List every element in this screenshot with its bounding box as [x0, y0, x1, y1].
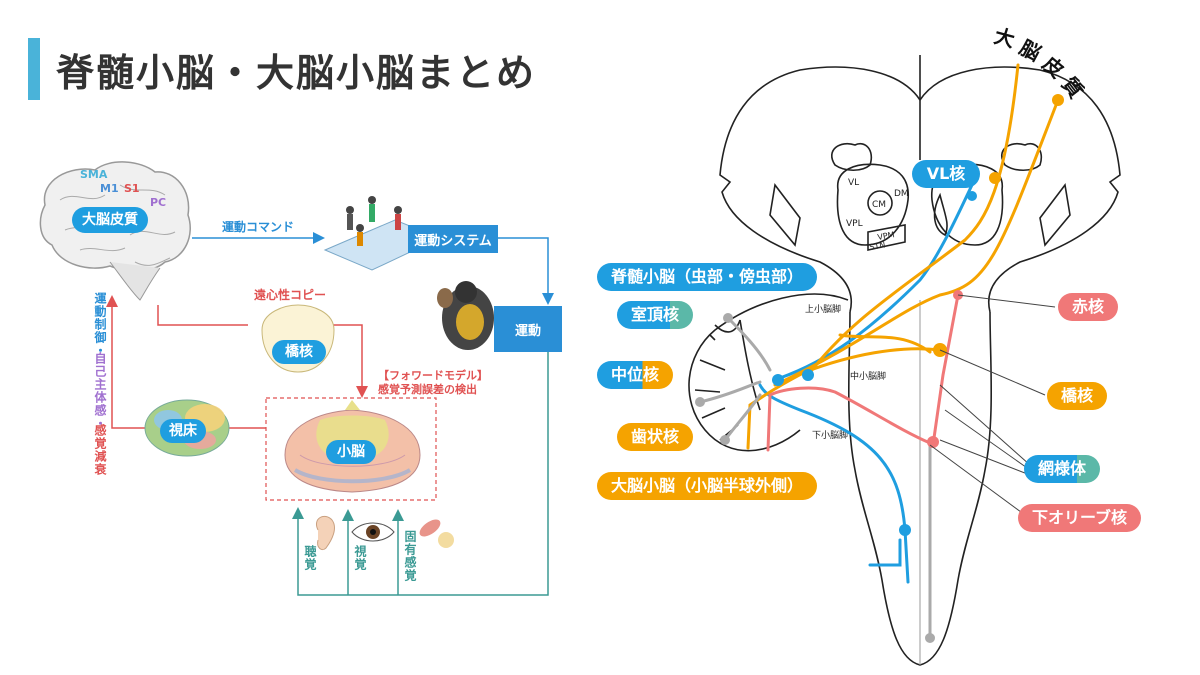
right-diagram: 大 脳 皮 質 VL CM DM VPL VPM STN 上小脳脚 中小脳脚 下… [688, 24, 1121, 666]
page-title: 脊髄小脳・大脳小脳まとめ [56, 51, 537, 95]
proprioception-label: 固有感覚 [403, 530, 417, 582]
pathways [698, 63, 1060, 642]
cortex-arc-1: 大 [992, 24, 1018, 52]
fastigial-nucleus-label: 室頂核 [617, 301, 694, 329]
forward-model-box [265, 397, 437, 501]
vl-nucleus-badge: VL核 [912, 160, 980, 188]
pons-badge: 橋核 [272, 340, 326, 364]
cortex-badge: 大脳皮質 [72, 207, 148, 233]
vision-label: 視覚 [353, 545, 367, 571]
pathway-nodes [695, 94, 1064, 643]
cortex-arc-2: 脳 [1015, 35, 1045, 66]
motion-box: 運動 [494, 306, 562, 352]
peduncle-inferior: 下小脳脚 [812, 429, 848, 441]
left-vertical-text-3: 感覚減衰 [93, 424, 107, 476]
title-accent-bar [28, 38, 40, 100]
nucleus-cm: CM [872, 200, 886, 210]
hearing-label: 聴覚 [303, 545, 317, 571]
reticular-formation-label: 網様体 [1024, 455, 1101, 483]
efference-copy-label: 遠心性コピー [254, 288, 327, 302]
s1-label: S1 [124, 182, 140, 195]
spinocerebellum-label: 脊髄小脳（虫部・傍虫部） [597, 263, 818, 291]
sma-label: SMA [80, 168, 108, 181]
ear-illustration [316, 515, 335, 551]
red-nucleus-label: 赤核 [1058, 293, 1119, 321]
inferior-olive-label: 下オリーブ核 [1018, 504, 1142, 532]
interposed-nucleus-label: 中位核 [597, 361, 674, 389]
cerebellum-badge: 小脳 [326, 440, 376, 464]
forward-model-title: 【フォワードモデル】 [378, 369, 488, 382]
motion-illustration [437, 281, 494, 350]
motor-command-label: 運動コマンド [222, 220, 295, 234]
nucleus-vl: VL [848, 178, 859, 188]
motor-system-box: 運動システム [408, 225, 498, 253]
dentate-nucleus-label: 歯状核 [617, 423, 694, 451]
m1-label: M1 [100, 182, 119, 195]
eye-illustration [351, 522, 395, 542]
cerebrocerebellum-label: 大脳小脳（小脳半球外側） [597, 472, 818, 500]
pc-label: PC [150, 196, 167, 209]
efference-line [157, 305, 248, 326]
pontine-nucleus-label: 橋核 [1047, 382, 1108, 410]
brain-outline [688, 55, 1121, 666]
left-vertical-text-1: 運動制御・ [93, 292, 107, 357]
left-vertical-text-2: 自己主体感・ [93, 352, 107, 430]
nucleus-vpm: VPM [877, 230, 896, 242]
thalamus-badge: 視床 [160, 419, 206, 443]
nucleus-vpl: VPL [846, 219, 863, 229]
peduncle-middle: 中小脳脚 [850, 370, 886, 382]
nucleus-stn: STN [869, 240, 886, 252]
forward-model-subtitle: 感覚予測誤差の検出 [378, 383, 477, 396]
nucleus-dm: DM [894, 189, 909, 199]
peduncle-superior: 上小脳脚 [805, 303, 841, 315]
pointer-lines [929, 294, 1056, 516]
muscle-illustration [419, 519, 454, 548]
